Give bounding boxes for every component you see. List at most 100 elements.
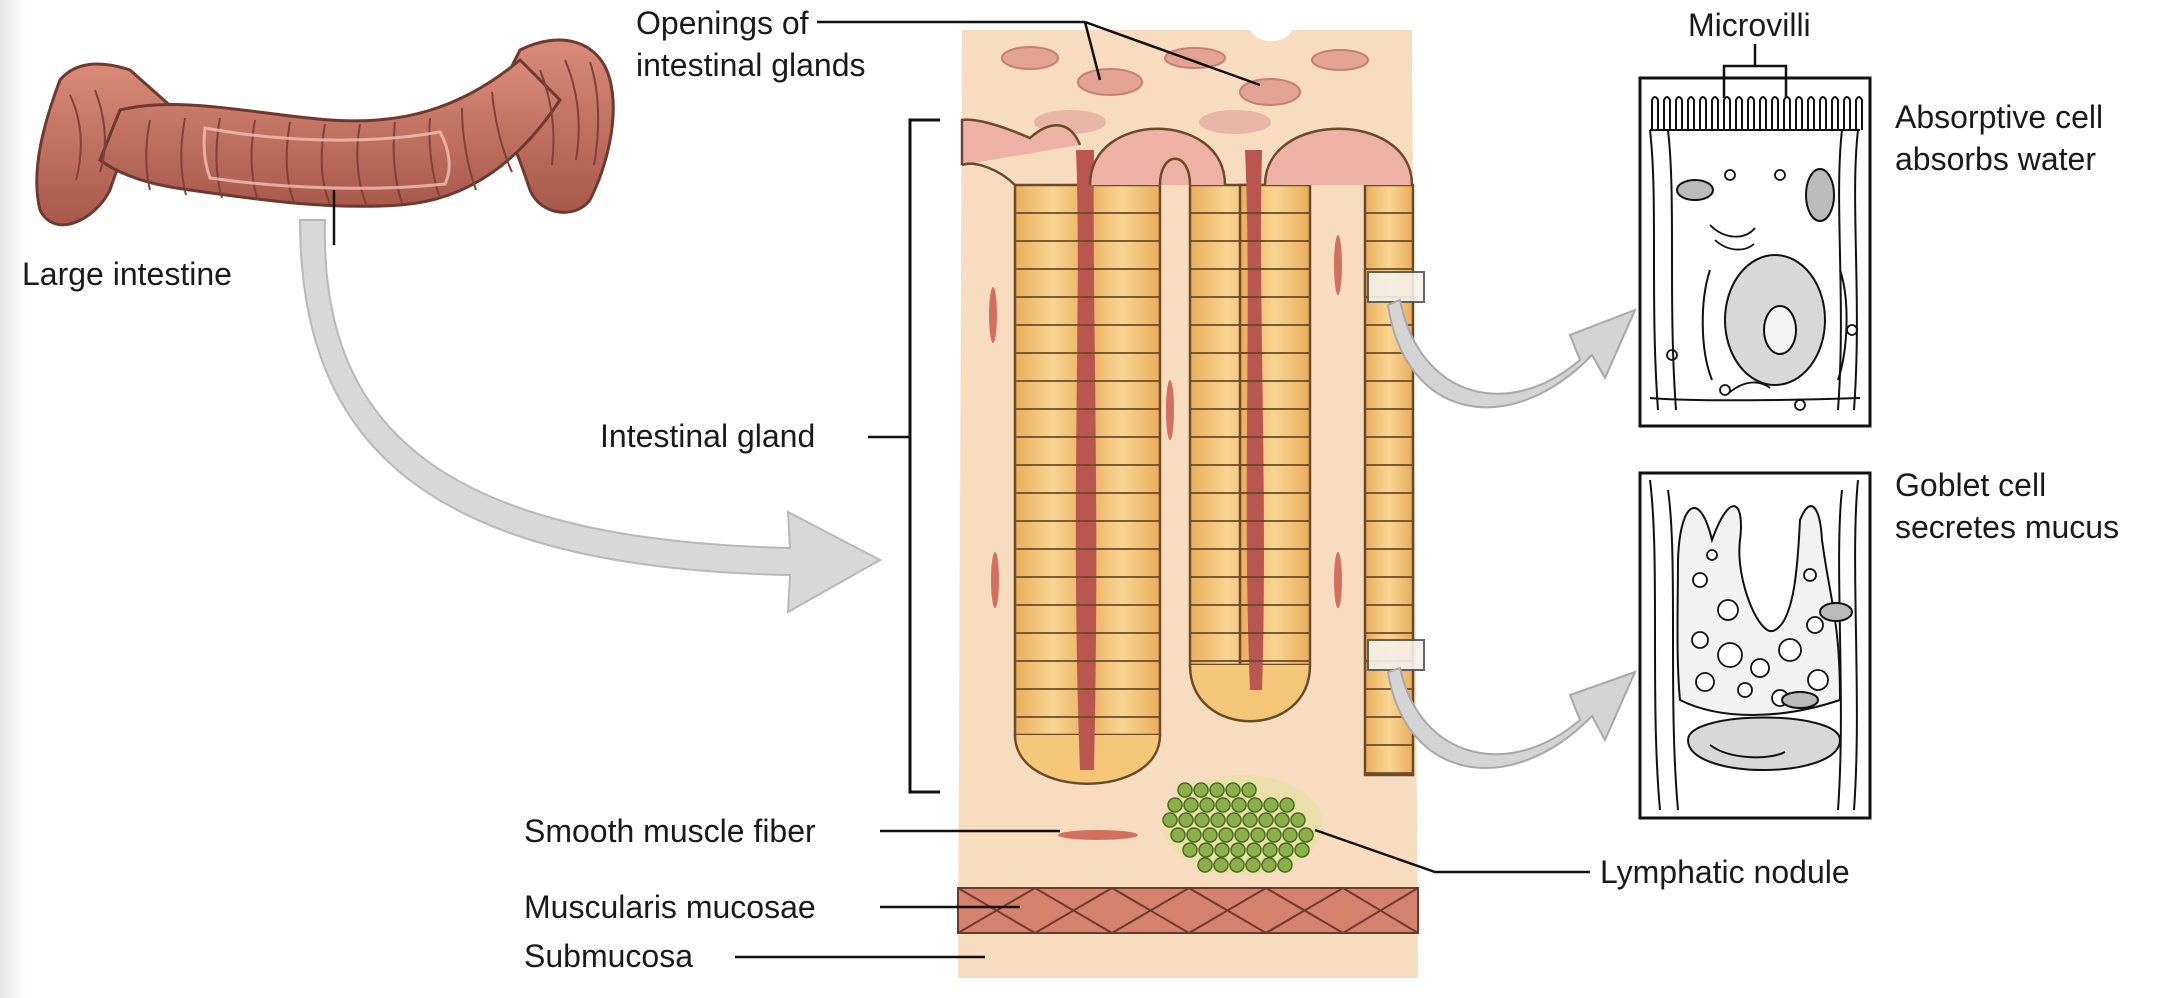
lymphocyte: [1298, 827, 1314, 843]
absorptive-cell-panel: [1638, 76, 1872, 428]
arrow-colon-to-gland: [298, 219, 883, 614]
mitochondrion: [1676, 179, 1714, 201]
microvillus: [1819, 96, 1827, 130]
lymphocyte: [1210, 812, 1226, 828]
gland-opening: [1199, 110, 1271, 134]
mitochondrion: [1781, 691, 1819, 709]
microvillus: [1675, 96, 1683, 130]
mucus-droplet: [1691, 631, 1709, 649]
absorptive-cell-marker: [1367, 271, 1425, 303]
lymphocyte: [1282, 827, 1298, 843]
microvillus: [1711, 96, 1719, 130]
microvilli-bracket: [1722, 44, 1788, 98]
lymphocyte: [1193, 782, 1209, 798]
lymphocyte: [1278, 842, 1294, 858]
gland-opening: [1239, 78, 1301, 106]
lymphocyte: [1226, 812, 1242, 828]
large-intestine-illustration: [35, 38, 615, 227]
microvillus: [1663, 96, 1671, 130]
tissue-top-notch: [1250, 30, 1292, 42]
goblet-cell-marker: [1367, 639, 1425, 671]
lymphocyte: [1290, 812, 1306, 828]
microvillus: [1855, 96, 1863, 130]
lymphocyte: [1167, 797, 1183, 813]
lymphocyte: [1294, 842, 1310, 858]
lymphocyte: [1202, 827, 1218, 843]
lymphocyte: [1241, 782, 1257, 798]
label-microvilli: Microvilli: [1688, 7, 1811, 43]
lymphocyte: [1214, 842, 1230, 858]
label-muscularis-mucosae: Muscularis mucosae: [524, 889, 816, 925]
gland-opening: [1311, 49, 1369, 71]
goblet-theca: [1676, 505, 1842, 716]
lymphocyte: [1279, 797, 1295, 813]
mucus-droplet: [1717, 599, 1739, 621]
microvillus: [1747, 96, 1755, 130]
mucus-droplet: [1778, 638, 1802, 662]
lymphocyte: [1231, 797, 1247, 813]
lymphocyte: [1230, 842, 1246, 858]
label-openings-line2: intestinal glands: [636, 47, 866, 83]
lymphocyte: [1218, 827, 1234, 843]
microvillus: [1843, 96, 1851, 130]
lymphocyte: [1170, 827, 1186, 843]
lymphocyte: [1162, 812, 1178, 828]
muscularis-mucosae-band: [957, 886, 1419, 935]
mucus-droplet: [1803, 568, 1817, 582]
mucus-droplet: [1806, 616, 1824, 634]
lymphocyte: [1215, 797, 1231, 813]
mucus-droplet: [1750, 658, 1770, 678]
lymphocyte: [1177, 782, 1193, 798]
lymphocyte: [1242, 812, 1258, 828]
surface-arch-2: [1088, 127, 1227, 186]
absorptive-nucleolus: [1763, 305, 1797, 355]
microvillus: [1651, 96, 1659, 130]
mucosa-block: [957, 30, 1425, 978]
gland-opening: [1164, 47, 1226, 69]
left-edge-shadow: [0, 0, 26, 998]
microvillus: [1687, 96, 1695, 130]
lymphocyte: [1183, 797, 1199, 813]
lymphocyte: [1225, 782, 1241, 798]
lymphocyte: [1277, 857, 1293, 873]
microvillus: [1771, 96, 1779, 130]
lymphocyte: [1234, 827, 1250, 843]
arrow-to-absorptive-cell: [1386, 298, 1637, 409]
colon-highlight-band: [202, 126, 451, 190]
goblet-cell-panel: [1638, 471, 1872, 820]
label-smooth-muscle-fiber: Smooth muscle fiber: [524, 813, 816, 849]
lymphocyte: [1261, 857, 1277, 873]
lymphocyte: [1194, 812, 1210, 828]
mucus-droplet: [1706, 549, 1718, 561]
arrow-to-goblet-cell: [1386, 666, 1637, 769]
lymphocyte: [1178, 812, 1194, 828]
lymphocyte: [1247, 797, 1263, 813]
lamina-smooth-muscle: [989, 235, 1342, 840]
gland-opening: [1077, 68, 1143, 96]
mitochondrion: [1805, 168, 1835, 222]
lymphocyte: [1262, 842, 1278, 858]
gland-opening: [1001, 46, 1059, 70]
lymphocyte: [1250, 827, 1266, 843]
label-large-intestine: Large intestine: [22, 256, 232, 292]
microvillus: [1723, 96, 1731, 130]
lymphocyte: [1209, 782, 1225, 798]
label-submucosa: Submucosa: [524, 938, 693, 974]
lymphocyte: [1182, 842, 1198, 858]
colon-transverse: [98, 57, 562, 208]
microvillus: [1831, 96, 1839, 130]
lymphatic-nodule: [1162, 775, 1323, 875]
microvillus: [1759, 96, 1767, 130]
lymphocyte: [1213, 857, 1229, 873]
leader-lines: [735, 20, 1590, 959]
lymphocyte: [1266, 827, 1282, 843]
microvillus: [1807, 96, 1815, 130]
smooth-muscle-fiber: [1058, 830, 1138, 840]
lymphocyte: [1246, 842, 1262, 858]
label-lymphatic-nodule: Lymphatic nodule: [1600, 854, 1850, 890]
surface-arch-1: [960, 118, 1082, 165]
lymphocyte: [1229, 857, 1245, 873]
lymphocyte: [1274, 812, 1290, 828]
mucus-droplet: [1692, 572, 1708, 588]
